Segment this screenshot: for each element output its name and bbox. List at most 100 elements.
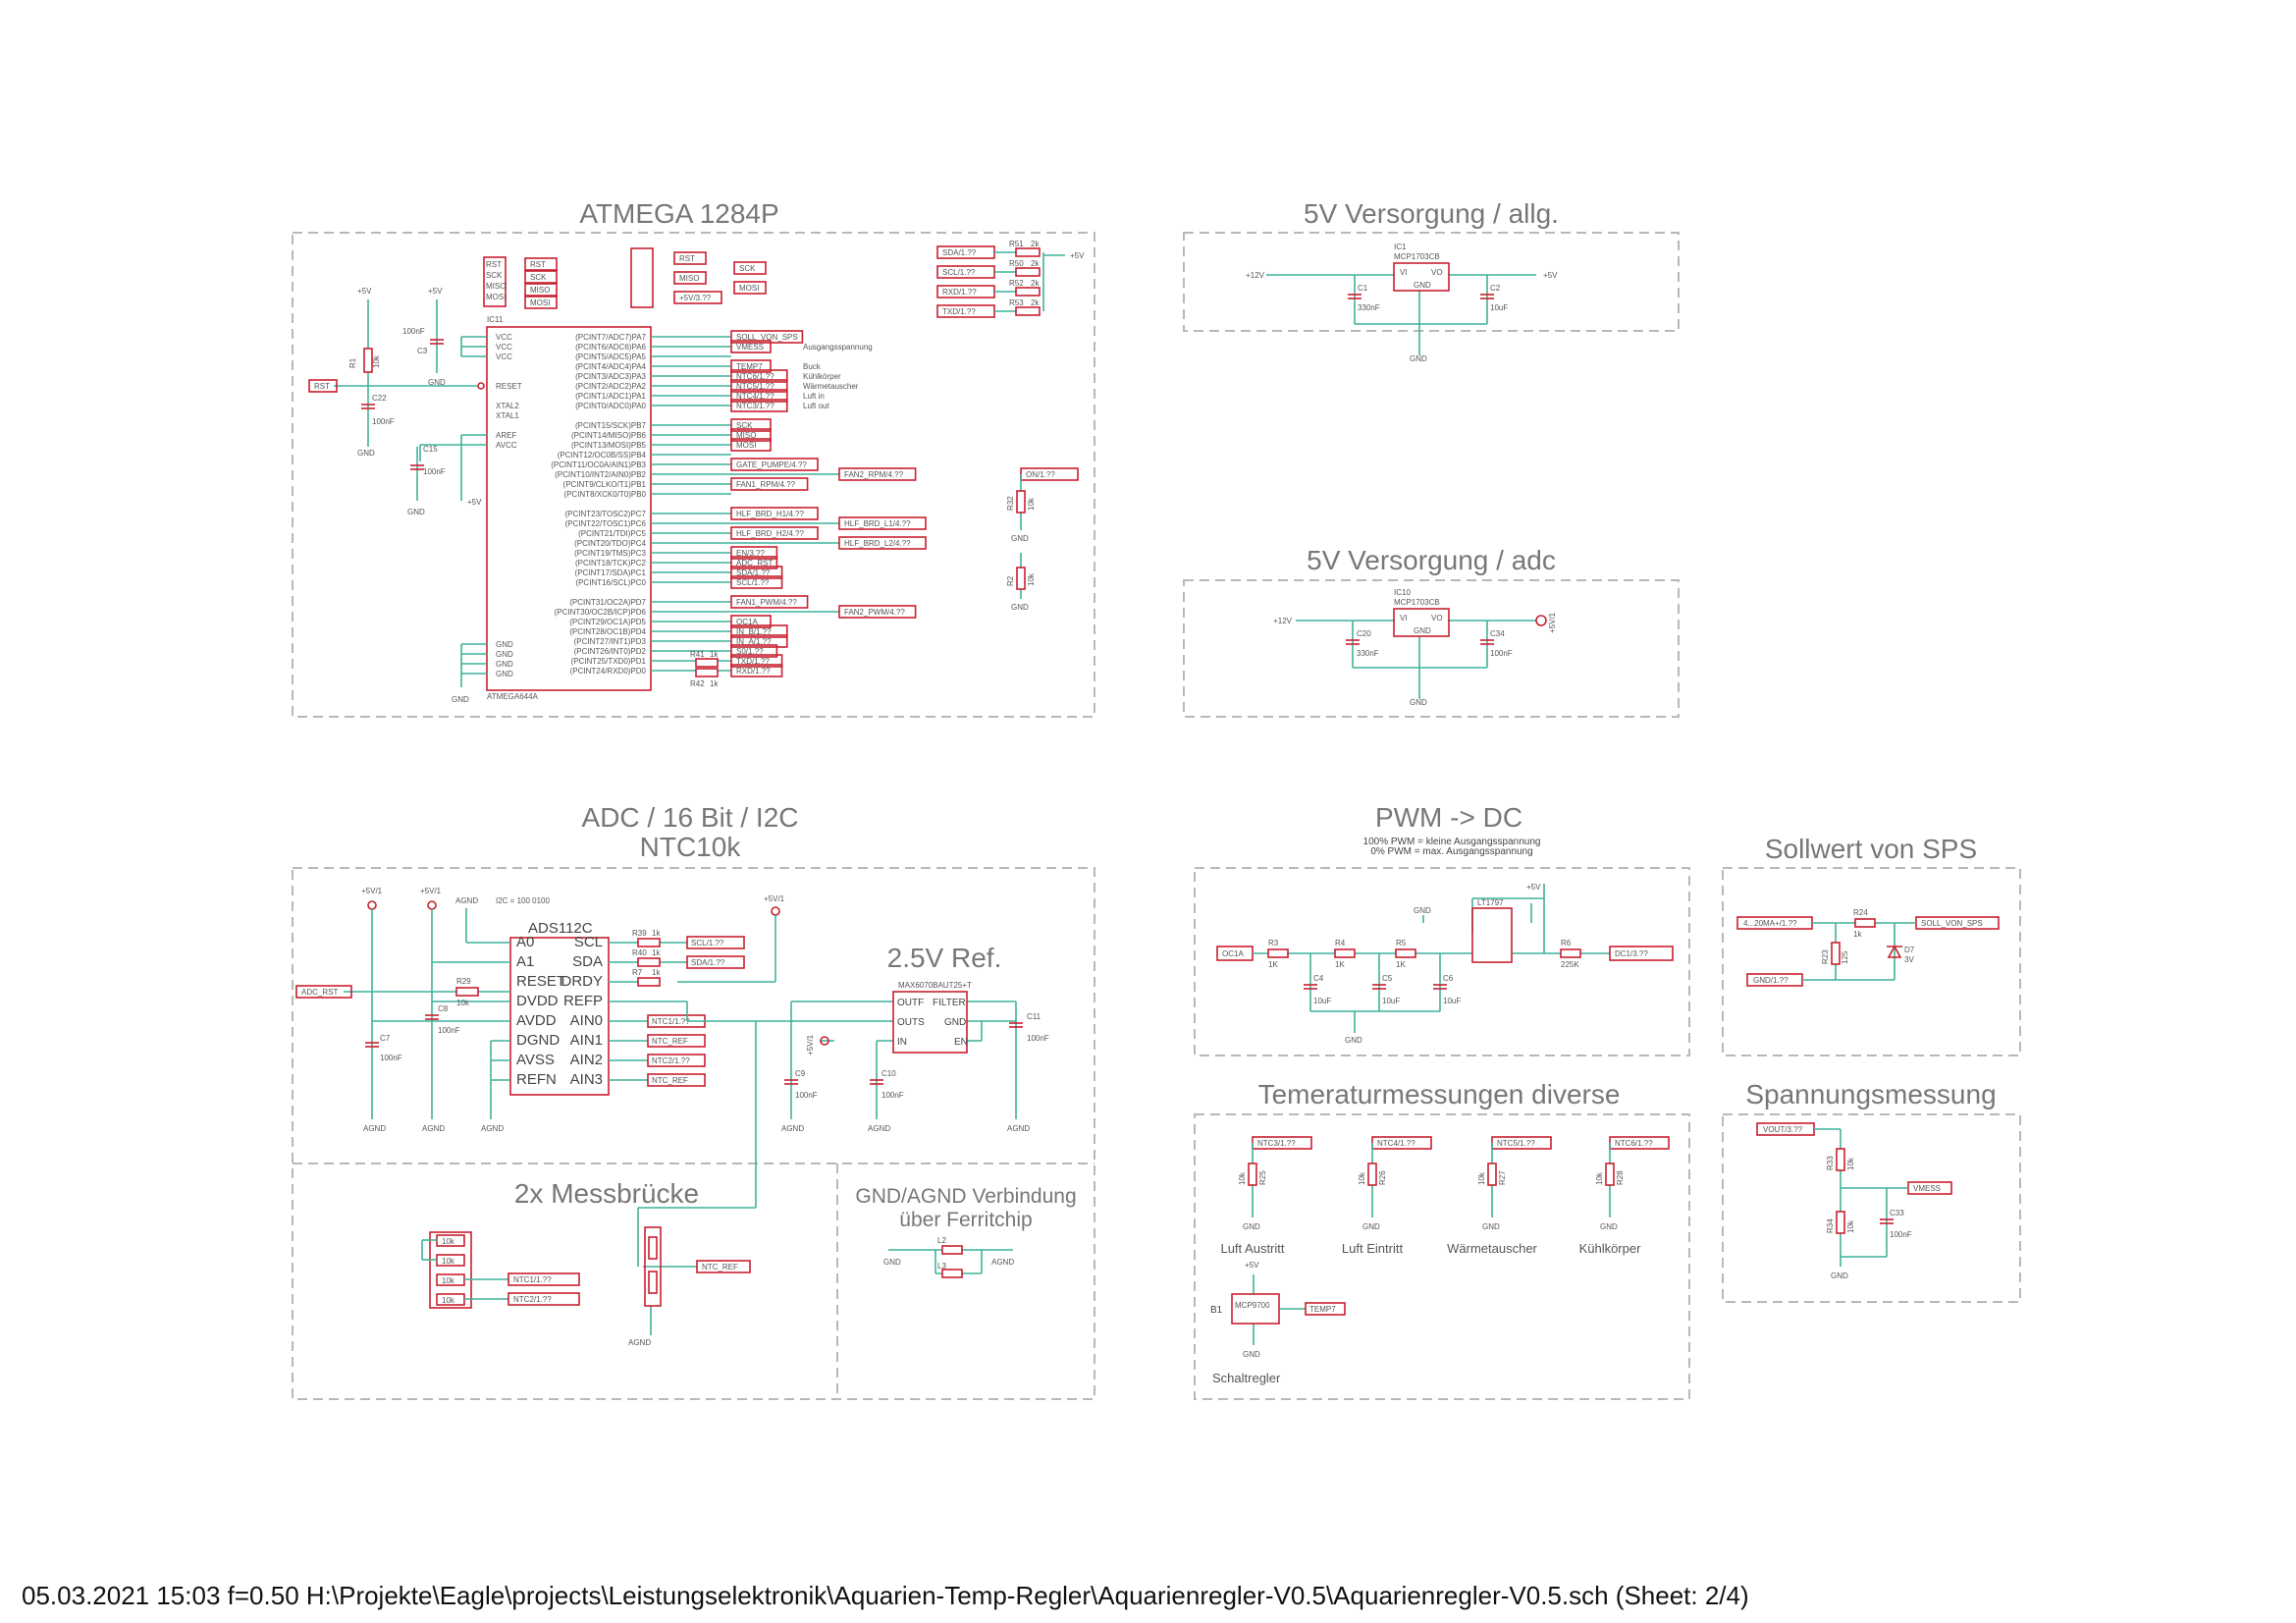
ads112c-name: ADS112C bbox=[528, 920, 593, 937]
atmega-net-1-6: FAN1_RPM/4.?? bbox=[736, 480, 796, 489]
atmega-net-label bbox=[838, 516, 927, 530]
r33-val: 10k bbox=[1846, 1157, 1855, 1170]
section-spannung: Spannungsmessung bbox=[1722, 1079, 2021, 1303]
section-pwm: PWM -> DC 100% PWM = kleine Ausgangsspan… bbox=[1194, 802, 1690, 1056]
atmega-pin-3-1: (PCINT30/OC2B/ICP)PD6 bbox=[555, 608, 647, 617]
b1-ref: B1 bbox=[1210, 1305, 1223, 1316]
title-atmega: ATMEGA 1284P bbox=[579, 198, 778, 229]
atmega-net-3-5: S0/1.?? bbox=[736, 647, 764, 656]
atmega-note-3: Buck bbox=[803, 362, 822, 371]
bridge-resistor-array bbox=[429, 1231, 472, 1309]
ic10-ref: IC10 bbox=[1394, 588, 1411, 597]
ntc-val-2: 10k bbox=[1477, 1171, 1486, 1185]
atmega-pin-2-4: (PCINT19/TMS)PC3 bbox=[574, 549, 646, 558]
ic1-value: MCP1703CB bbox=[1394, 252, 1440, 261]
adc-circuit: ADS112C A0A1RESETDVDDAVDDDGNDAVSSREFNSCL… bbox=[295, 887, 1049, 1347]
atmega-pin-3-5: (PCINT26/INT0)PD2 bbox=[574, 647, 647, 656]
c7-ref: C7 bbox=[380, 1034, 391, 1043]
frame-pwm bbox=[1194, 867, 1690, 1056]
ic10-regulator bbox=[1393, 608, 1450, 637]
atmega-pin-1-1: (PCINT14/MISO)PB6 bbox=[571, 431, 647, 440]
plus5-pullups: +5V bbox=[1070, 251, 1085, 260]
pin-vcc-3: VCC bbox=[496, 352, 512, 361]
frame-temp bbox=[1194, 1113, 1690, 1400]
supply-allg-gnd: GND bbox=[1410, 354, 1427, 363]
isp-mosi: MOSI bbox=[486, 293, 506, 301]
gnd-r32: GND bbox=[1011, 534, 1029, 543]
mcp9700-name: MCP9700 bbox=[1235, 1301, 1270, 1310]
supply-adc-in: +12V bbox=[1273, 617, 1293, 625]
c8-val: 100nF bbox=[438, 1026, 460, 1035]
r2-ref: R2 bbox=[1006, 575, 1015, 586]
r6-ref: R6 bbox=[1561, 939, 1572, 947]
gnd-c22: GND bbox=[357, 449, 375, 458]
ntc-ref-2: R27 bbox=[1498, 1170, 1507, 1185]
atmega-net-label bbox=[838, 605, 917, 619]
atmega-net-label bbox=[730, 458, 819, 471]
atmega-net-label bbox=[730, 664, 783, 677]
frame-spannung bbox=[1722, 1113, 2021, 1303]
agnd-1: AGND bbox=[363, 1124, 386, 1133]
r4-ref: R4 bbox=[1335, 939, 1346, 947]
adc-left-pin-6: AVSS bbox=[516, 1052, 555, 1068]
isp-mosi-label bbox=[524, 296, 558, 309]
adc-left-pin-1: A1 bbox=[516, 953, 534, 970]
ntc-val-1: 10k bbox=[1358, 1171, 1366, 1185]
atmega-net-label bbox=[730, 556, 778, 569]
atmega-net-label bbox=[730, 546, 778, 560]
atmega-net-label bbox=[730, 477, 809, 491]
atmega-net-0-3: TEMP7 bbox=[736, 362, 763, 371]
atmega-net-0-4: NTC6/1.?? bbox=[736, 372, 774, 381]
bridge-r3: 10k bbox=[442, 1276, 455, 1285]
ntc-net-3: NTC6/1.?? bbox=[1615, 1139, 1653, 1148]
atmega-net-2-4: EN/3.?? bbox=[736, 549, 765, 558]
atmega-net-0-0: SOLL_VON_SPS bbox=[736, 333, 798, 342]
spannung-gnd: GND bbox=[1831, 1271, 1848, 1280]
r34-ref: R34 bbox=[1826, 1218, 1835, 1233]
gnd-c15: GND bbox=[407, 508, 425, 516]
atmega-net-label bbox=[730, 595, 809, 609]
atmega-net-1-1: MISO bbox=[736, 431, 756, 440]
sensor-gnd: GND bbox=[1243, 1350, 1260, 1359]
atmega-net-label bbox=[730, 634, 788, 648]
atmega-net-label bbox=[730, 330, 804, 344]
ads112c-chip bbox=[509, 937, 610, 1096]
atmega-net-0-1: VMESS bbox=[736, 343, 764, 352]
c5-ref: C5 bbox=[1382, 974, 1393, 983]
pin-avcc: AVCC bbox=[496, 441, 517, 450]
c2-val: 10uF bbox=[1490, 303, 1508, 312]
isp-header bbox=[483, 256, 507, 307]
adc-left-pin-5: DGND bbox=[516, 1032, 560, 1049]
atmega-ic-name: IC11 bbox=[487, 315, 504, 324]
title-gnd-1: GND/AGND Verbindung bbox=[855, 1185, 1076, 1208]
r42-val: 1k bbox=[710, 679, 719, 688]
bridge-r2: 10k bbox=[442, 1257, 455, 1266]
supply-adc-circuit: VI VO GND IC10 MCP1703CB C20 330nF C34 1… bbox=[1273, 588, 1557, 707]
adc-net-6: NTC2/1.?? bbox=[652, 1056, 690, 1065]
title-adc-1: ADC / 16 Bit / I2C bbox=[582, 802, 799, 833]
c3-ref: C3 bbox=[417, 347, 428, 355]
r5-val: 1K bbox=[1396, 960, 1406, 969]
c22-ref: C22 bbox=[372, 394, 387, 403]
atmega-net-3-2: OC1A bbox=[736, 618, 758, 626]
temp7-label bbox=[1305, 1302, 1346, 1316]
pin-aref: AREF bbox=[496, 431, 516, 440]
pin-gnd-4: GND bbox=[496, 670, 513, 678]
atmega-net-2-5: ADC_RST bbox=[736, 559, 773, 568]
isp2-vcc-net: +5V/3.?? bbox=[679, 294, 712, 302]
atmega-net-0-6: NTC4/1.?? bbox=[736, 392, 774, 401]
atmega-net-label bbox=[730, 389, 788, 403]
r23-ref: R23 bbox=[1821, 949, 1830, 964]
ic10-vi: VI bbox=[1400, 614, 1408, 622]
ntc-net-1: NTC4/1.?? bbox=[1377, 1139, 1415, 1148]
c7-val: 100nF bbox=[380, 1054, 402, 1062]
r53-val: 2k bbox=[1031, 298, 1040, 307]
c9-ref: C9 bbox=[795, 1069, 806, 1078]
supply-adc-out: +5V/1 bbox=[1548, 612, 1557, 633]
atmega-pin-0-6: (PCINT1/ADC1)PA1 bbox=[575, 392, 646, 401]
ntc-gnd-3: GND bbox=[1600, 1222, 1618, 1231]
adc-rst-label bbox=[295, 985, 352, 999]
adc-rst-net: ADC_RST bbox=[301, 988, 338, 997]
isp2-sck-net: SCK bbox=[739, 264, 756, 273]
